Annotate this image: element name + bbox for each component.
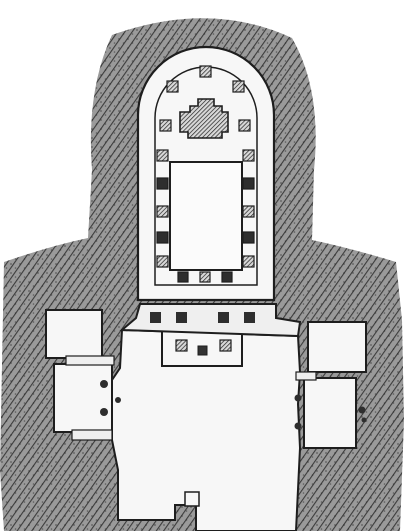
- right-cells: [294, 321, 367, 449]
- antechamber-pillar: [197, 345, 208, 356]
- left-cell-lower: [53, 363, 113, 433]
- right-cell-upper: [307, 321, 367, 373]
- antechamber-pillar: [175, 339, 188, 352]
- vestibule-pillar: [176, 312, 187, 323]
- left-doorpost: [100, 408, 108, 416]
- vestibule-pillar: [150, 312, 161, 323]
- vestibule-pillar: [244, 312, 255, 323]
- right-colonnade: [242, 149, 255, 268]
- right-doorpost: [358, 406, 366, 414]
- left-cell-upper: [45, 309, 103, 359]
- right-doorpost: [294, 422, 302, 430]
- hall-doorway-step: [184, 491, 200, 507]
- right-cell-lower: [303, 377, 357, 449]
- right-doorpost: [361, 417, 367, 423]
- chaitya-shrine: [136, 45, 276, 302]
- right-doorpost: [294, 394, 302, 402]
- stupa: [179, 98, 229, 139]
- left-colonnade: [156, 149, 169, 268]
- left-cell-passage: [71, 429, 113, 441]
- left-doorpost: [115, 397, 121, 403]
- left-doorpost: [100, 380, 108, 388]
- nave-floor: [169, 161, 243, 271]
- antechamber-pillar: [219, 339, 232, 352]
- left-cell-passage: [65, 355, 115, 366]
- front-colonnade: [177, 271, 233, 283]
- vestibule-pillar: [218, 312, 229, 323]
- vestibule: [119, 303, 302, 338]
- apse-pillars: [159, 65, 251, 132]
- left-cells: [45, 309, 121, 441]
- right-cell-passage: [295, 371, 317, 381]
